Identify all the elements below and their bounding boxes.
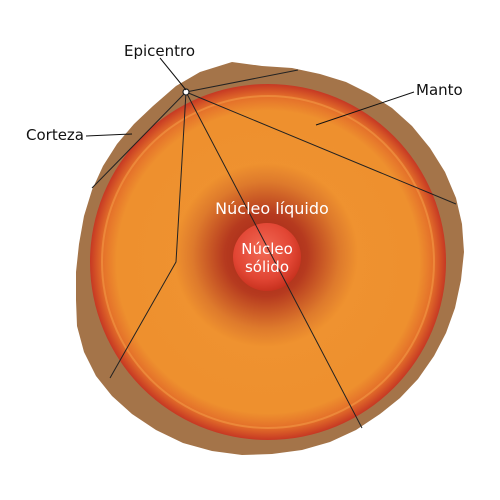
mantle-leader-line	[315, 91, 415, 126]
solid-core-label-line2: sólido	[245, 258, 289, 276]
epicenter-marker	[182, 88, 190, 96]
crust-label: Corteza	[26, 126, 84, 144]
seismic-ray	[109, 91, 187, 379]
seismic-ray	[185, 91, 457, 205]
mantle-inner-rim	[101, 95, 435, 429]
seismic-ray	[185, 69, 299, 93]
epicenter-leader-line	[159, 57, 187, 91]
epicenter-label: Epicentro	[124, 42, 195, 60]
solid-core-label-line1: Núcleo	[241, 240, 293, 258]
mantle-label: Manto	[416, 81, 463, 99]
liquid-core-label: Núcleo líquido	[215, 199, 329, 218]
crust-leader-line	[85, 133, 133, 137]
solid-core	[233, 223, 301, 291]
seismic-ray	[91, 91, 187, 189]
seismic-ray	[185, 91, 363, 429]
